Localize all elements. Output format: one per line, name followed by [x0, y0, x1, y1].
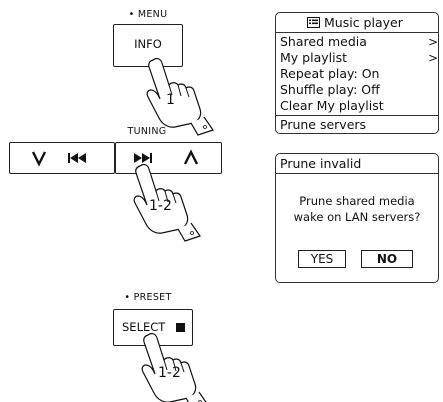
- dialog-message-line-1: Prune shared media: [299, 194, 415, 208]
- pointing-hand-icon: [133, 163, 201, 242]
- menu-item-shared-media[interactable]: Shared media >: [280, 34, 440, 49]
- chevron-down-icon: [31, 151, 47, 167]
- skip-back-icon: [68, 153, 86, 163]
- tune-right-button-group: [115, 142, 222, 174]
- tune-up-button[interactable]: [176, 147, 206, 169]
- screen-title-bar: Music player: [276, 13, 438, 33]
- next-button[interactable]: [130, 147, 160, 169]
- menu-item-clear-playlist[interactable]: Clear My playlist: [280, 98, 384, 113]
- menu-step-label: 1: [166, 92, 175, 108]
- preset-step-label: 1-2: [158, 365, 181, 381]
- tune-left-button-group: [9, 142, 115, 174]
- menu-caption: • MENU: [128, 9, 168, 20]
- dialog-title-bar: Prune invalid: [276, 154, 438, 174]
- tune-down-button[interactable]: [24, 147, 54, 169]
- dialog-message-line-2: wake on LAN servers?: [293, 210, 421, 224]
- menu-item-prune-servers[interactable]: Prune servers: [276, 115, 438, 133]
- pointing-hand-icon: [146, 57, 214, 136]
- select-button-label: SELECT: [122, 320, 166, 334]
- menu-item-label: Shuffle play: Off: [280, 82, 380, 97]
- menu-item-label: Clear My playlist: [280, 98, 384, 113]
- menu-item-label: Shared media: [280, 34, 367, 49]
- menu-item-label: Repeat play: On: [280, 66, 380, 81]
- screen-title: Music player: [324, 15, 403, 30]
- skip-forward-icon: [134, 153, 152, 163]
- menu-item-arrow: >: [428, 51, 439, 65]
- info-button-label: INFO: [134, 37, 162, 51]
- prune-dialog-screen: Prune invalid Prune shared media wake on…: [275, 153, 439, 283]
- tuning-step-label: 1-2: [149, 198, 172, 214]
- menu-item-label: Prune servers: [280, 117, 367, 132]
- menu-item-shuffle-play[interactable]: Shuffle play: Off: [280, 82, 380, 97]
- info-button[interactable]: INFO: [113, 24, 183, 67]
- dialog-title: Prune invalid: [280, 156, 362, 171]
- prev-button[interactable]: [62, 147, 92, 169]
- menu-item-repeat-play[interactable]: Repeat play: On: [280, 66, 379, 81]
- pointing-hand-icon: [141, 332, 207, 402]
- menu-item-arrow: >: [428, 35, 439, 49]
- menu-item-my-playlist[interactable]: My playlist >: [280, 50, 440, 65]
- menu-item-label: My playlist: [280, 50, 347, 65]
- tuning-caption: TUNING: [127, 126, 167, 137]
- menu-list-icon: [307, 17, 320, 28]
- music-player-screen: Music player Shared media > My playlist …: [275, 12, 439, 134]
- dialog-no-button[interactable]: NO: [361, 250, 413, 268]
- select-button[interactable]: SELECT: [113, 309, 193, 346]
- square-stop-icon: [176, 323, 185, 332]
- preset-caption: • PRESET: [124, 292, 172, 303]
- dialog-yes-button[interactable]: YES: [298, 250, 346, 268]
- chevron-up-icon: [183, 149, 199, 165]
